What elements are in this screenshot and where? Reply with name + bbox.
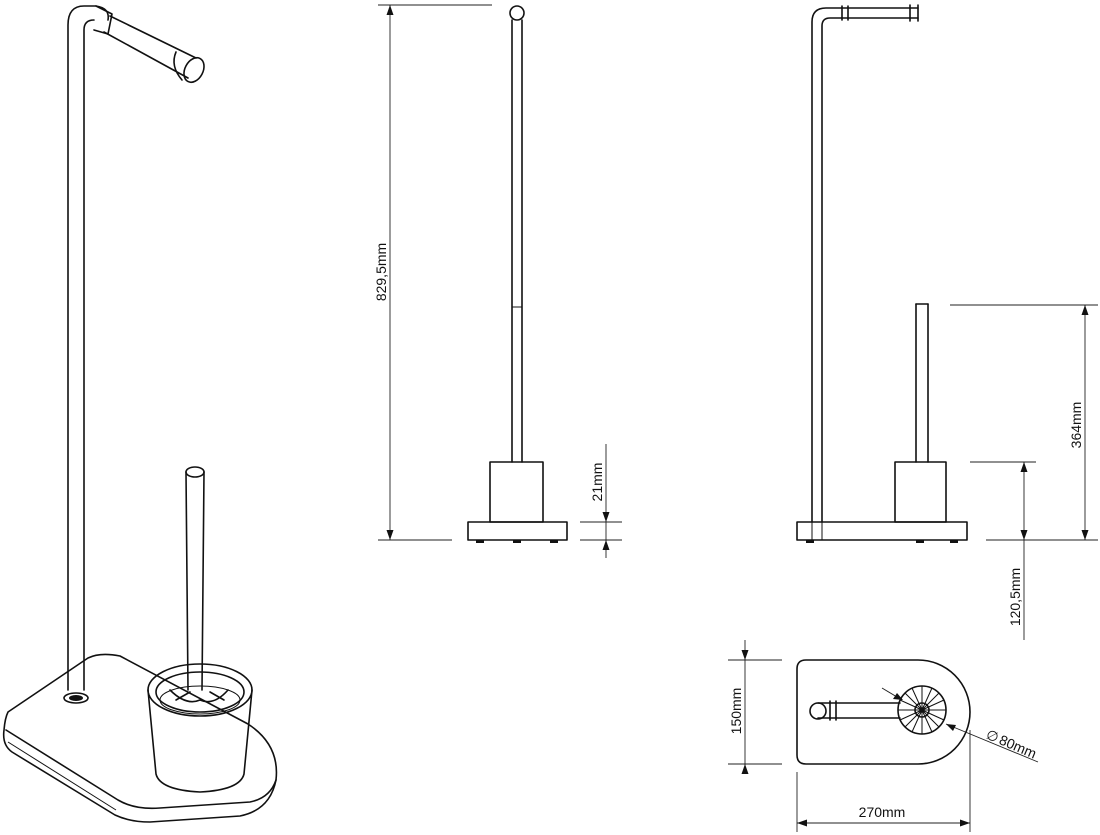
front-view: 829,5mm 21mm — [373, 4, 622, 558]
cup-diameter-label: ∅80mm — [984, 726, 1039, 761]
base-width-label: 270mm — [859, 804, 906, 820]
total-height-label: 829,5mm — [373, 243, 389, 301]
top-view: ∅80mm 150mm 270mm — [728, 640, 1039, 832]
base-thickness-label: 21mm — [589, 463, 605, 502]
side-view: 364mm 120,5mm — [796, 4, 1098, 640]
cup-height-label: 120,5mm — [1007, 568, 1023, 626]
base-depth-label: 150mm — [728, 688, 744, 735]
brush-height-label: 364mm — [1068, 402, 1084, 449]
perspective-view — [2, 5, 278, 823]
brush-head-icon — [897, 685, 947, 735]
